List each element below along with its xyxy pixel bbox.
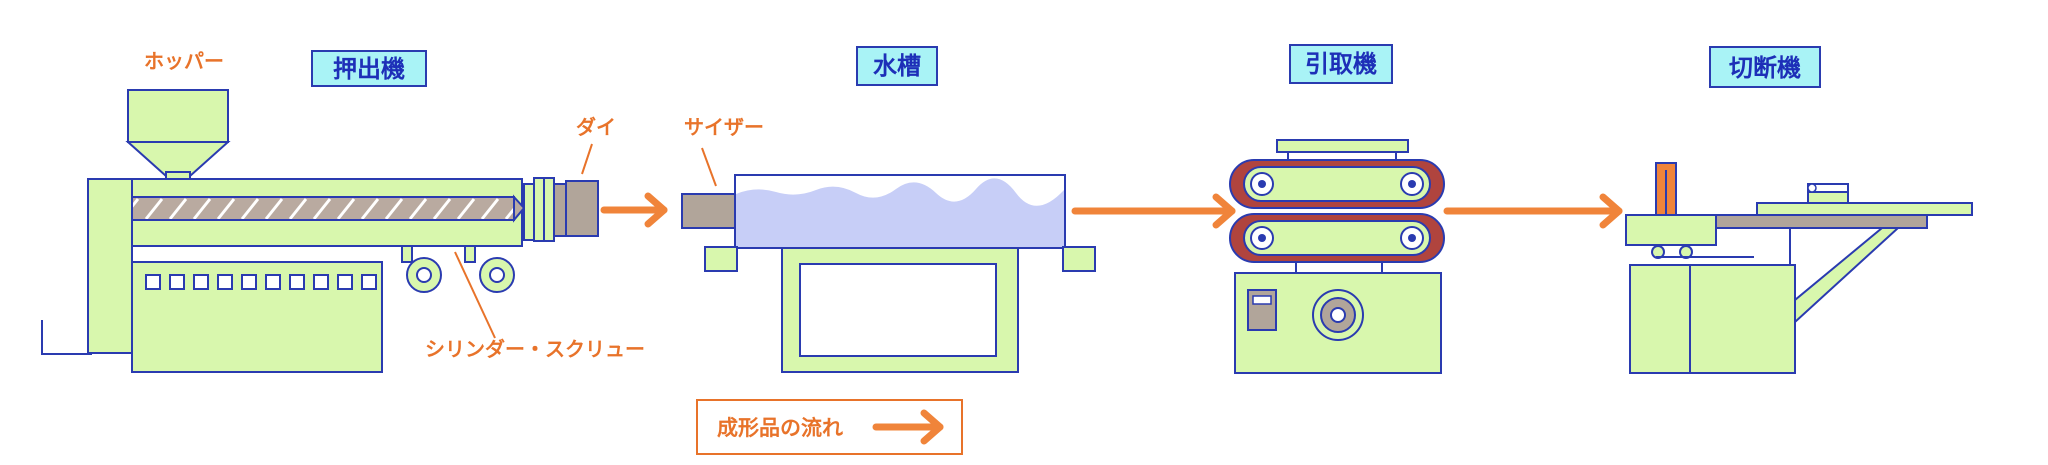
extruder-wheels bbox=[401, 245, 515, 293]
extruder-label: 押出機 bbox=[333, 55, 405, 83]
hopper bbox=[125, 89, 231, 183]
water-tank: 水槽 サイザー bbox=[681, 46, 1096, 373]
cylinder-screw-leader-line bbox=[454, 251, 496, 339]
die-leader-line bbox=[581, 143, 593, 175]
upper-belt bbox=[1229, 159, 1445, 209]
cutter-support-strut bbox=[1794, 227, 1901, 325]
tank-foot-left bbox=[704, 246, 738, 272]
sizer-label: サイザー bbox=[684, 115, 764, 139]
puller-label-box: 引取機 bbox=[1289, 44, 1393, 84]
sizer bbox=[681, 193, 739, 229]
sizer-leader-line bbox=[701, 147, 717, 187]
cutter-cabinet bbox=[1689, 264, 1796, 374]
lower-belt bbox=[1229, 213, 1445, 263]
puller: 引取機 bbox=[1229, 44, 1445, 374]
flow-legend-arrow bbox=[872, 409, 944, 445]
extruder-label-box: 押出機 bbox=[311, 50, 427, 87]
flow-legend-label: 成形品の流れ bbox=[717, 416, 843, 440]
cutter-head bbox=[1625, 214, 1717, 246]
tank-stand-window bbox=[799, 263, 997, 357]
tank-water bbox=[736, 178, 1064, 247]
puller-motor-wheel bbox=[1312, 289, 1364, 341]
flow-arrow-2 bbox=[1071, 193, 1236, 229]
extruder: 押出機 ホッパー bbox=[41, 49, 645, 373]
tank-foot-right bbox=[1062, 246, 1096, 272]
water-tank-label: 水槽 bbox=[873, 52, 921, 80]
extruder-end-block bbox=[87, 178, 133, 354]
die bbox=[523, 177, 599, 242]
water-tank-label-box: 水槽 bbox=[856, 46, 938, 86]
cutter-label-box: 切断機 bbox=[1709, 46, 1821, 88]
floor-line bbox=[41, 320, 92, 355]
flow-arrow-3 bbox=[1443, 193, 1623, 229]
cylinder-screw-label: シリンダー・スクリュー bbox=[425, 337, 645, 361]
cutter-table bbox=[1756, 202, 1973, 216]
puller-top-rail bbox=[1276, 139, 1409, 153]
die-label: ダイ bbox=[576, 115, 616, 139]
control-buttons bbox=[145, 274, 377, 290]
cutter: 切断機 bbox=[1625, 46, 1973, 374]
flow-arrow-1 bbox=[600, 192, 668, 228]
cylinder-screw bbox=[131, 196, 515, 221]
puller-label: 引取機 bbox=[1305, 50, 1377, 78]
cutter-label: 切断機 bbox=[1729, 54, 1801, 82]
cutter-conveyor bbox=[1715, 214, 1928, 229]
hopper-label: ホッパー bbox=[144, 49, 224, 73]
flow-legend: 成形品の流れ bbox=[696, 399, 963, 455]
